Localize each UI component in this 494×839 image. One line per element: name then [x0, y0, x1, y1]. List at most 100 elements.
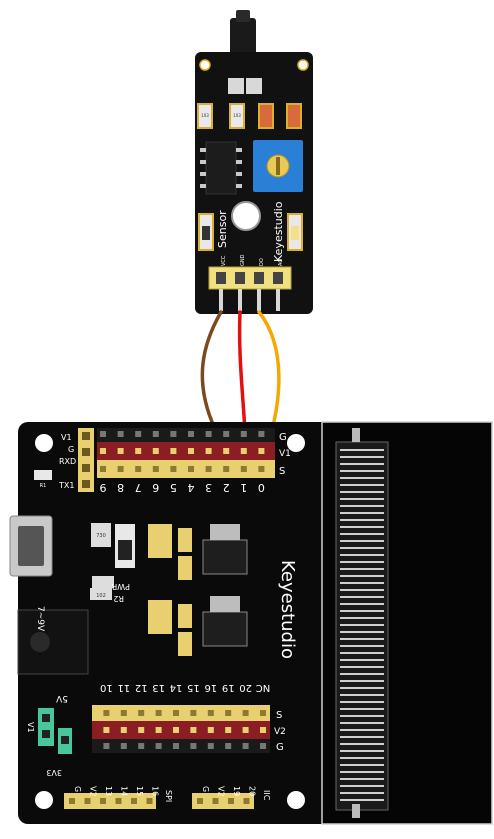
bottom-row-g: G — [276, 742, 284, 753]
top-header-s-row — [97, 460, 275, 478]
sensor-pin-header — [208, 266, 292, 290]
iic-label: IIC — [262, 790, 271, 801]
tantalum-capacitor — [148, 600, 172, 634]
small-resistor — [90, 588, 112, 600]
sensor-mount-hole — [199, 59, 211, 71]
sensor-brand: Keyestudio — [272, 201, 285, 262]
spi-pin-label: V2 — [89, 786, 98, 797]
probe-pad — [228, 78, 244, 94]
board-mount-hole — [35, 434, 53, 452]
resistor-code: 103 — [233, 113, 241, 118]
sensor-capacitor — [286, 103, 302, 129]
jumper-cap[interactable] — [38, 708, 54, 746]
jumper-5v: 5V — [55, 693, 68, 703]
bottom-row-s: S — [276, 710, 282, 721]
resistor-code: 103 — [201, 113, 209, 118]
bottom-header — [92, 705, 270, 753]
pwr-led — [92, 576, 114, 588]
iic-pin-label: 19 — [232, 786, 241, 796]
chip-730 — [91, 523, 111, 547]
top-pin-number: 6 — [152, 481, 159, 494]
spi-label: SPI — [164, 790, 173, 802]
sensor-resistor — [197, 103, 213, 129]
bottom-pin-number: 12 — [135, 682, 148, 693]
bottom-pin-number: 11 — [117, 682, 130, 693]
top-pin-number: 7 — [135, 481, 142, 494]
top-row-g: G — [279, 432, 287, 443]
bottom-pin-number: 16 — [204, 682, 217, 693]
small-res-code: 102 — [96, 593, 106, 599]
spi-pin-label: 14 — [120, 786, 129, 796]
bottom-header-g-row — [92, 739, 270, 753]
iic-header — [192, 793, 254, 809]
probe-pad — [246, 78, 262, 94]
bottom-pin-number: 15 — [187, 682, 200, 693]
board-mount-hole — [287, 434, 305, 452]
bottom-header-v-row — [92, 721, 270, 739]
top-pin-number: 5 — [170, 481, 177, 494]
top-header-g-row — [97, 428, 275, 442]
top-pin-number: 9 — [100, 481, 107, 494]
smd-capacitor — [178, 556, 192, 580]
iic-pin-label: 20 — [248, 786, 257, 796]
pin-label-vcc: VCC — [221, 255, 227, 266]
top-pin-number: 8 — [117, 481, 124, 494]
top-pin-number: 2 — [223, 481, 230, 494]
pin-label-ao: AO — [278, 259, 284, 266]
sensor-capacitor — [258, 103, 274, 129]
pin-label-do: DO — [259, 258, 265, 266]
bottom-pin-number: 13 — [152, 682, 165, 693]
r1-resistor — [34, 470, 52, 480]
board-mount-hole — [35, 791, 53, 809]
sensor-resistor — [229, 103, 245, 129]
sensor-label: Sensor — [216, 210, 229, 248]
power-label: 7~9V — [35, 606, 45, 632]
top-header-v-row — [97, 442, 275, 460]
left-header-rx: RXD — [59, 457, 76, 466]
pwr-label: PWR — [111, 582, 130, 591]
smd-capacitor — [178, 528, 192, 552]
tantalum-capacitor — [148, 524, 172, 558]
left-header-g: G — [68, 445, 74, 454]
smd-capacitor — [178, 604, 192, 628]
pin-label-gnd: GND — [240, 254, 246, 266]
sensor-module: 103 103 Sensor Keyestudio VCC GND DO AO — [195, 10, 313, 314]
r2-label: R2 — [113, 594, 124, 603]
iic-pin-label: V2 — [217, 786, 226, 797]
r1-label: R1 — [40, 483, 47, 489]
top-header — [97, 428, 275, 478]
top-row-v: V1 — [279, 449, 291, 459]
bottom-pin-number: 19 — [222, 682, 235, 693]
jumper-v1: V1 — [26, 722, 35, 733]
dc-power-jack[interactable] — [17, 609, 89, 675]
top-pin-number: 3 — [205, 481, 212, 494]
sensor-ic-chip — [205, 141, 237, 195]
left-header-v: V1 — [61, 433, 72, 442]
top-pin-number: 0 — [258, 481, 265, 494]
board-mount-hole — [287, 791, 305, 809]
sensor-center-hole — [231, 201, 261, 231]
iic-pin-labels: G V2 19 20 — [197, 786, 257, 804]
top-pin-number: 4 — [188, 481, 195, 494]
top-row-s: S — [279, 466, 285, 477]
bottom-pin-number: 20 — [239, 682, 252, 693]
sensor-probe-tip — [236, 10, 250, 22]
voltage-regulator — [202, 539, 248, 575]
wire-vcc — [200, 310, 223, 437]
voltage-jumper[interactable] — [38, 708, 72, 754]
bottom-row-v: V2 — [274, 727, 286, 737]
spi-pin-label: G — [73, 786, 82, 792]
iic-pin-label: G — [201, 786, 210, 792]
sensor-mount-hole — [297, 59, 309, 71]
spi-header — [64, 793, 156, 809]
left-header — [78, 428, 94, 492]
bottom-pin-number: NC — [256, 682, 270, 693]
chip-code: 730 — [96, 533, 106, 539]
left-header-tx: TX1 — [58, 481, 74, 490]
board-brand: Keyestudio — [277, 560, 298, 659]
spi-pin-label: 16 — [151, 786, 160, 796]
